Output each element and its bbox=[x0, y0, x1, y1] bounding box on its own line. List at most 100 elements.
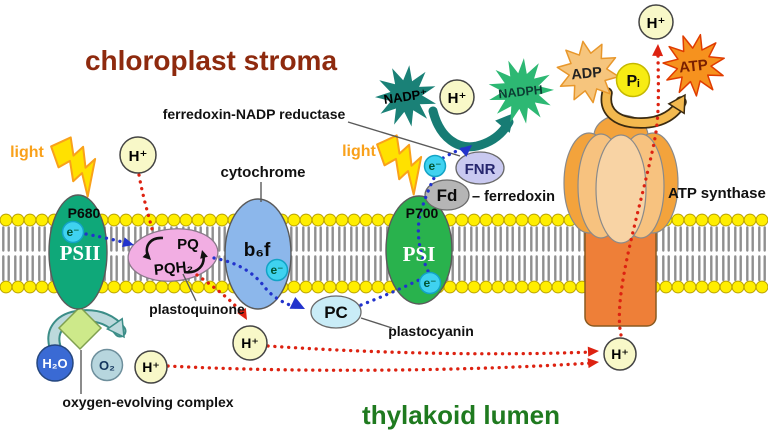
lipid-head bbox=[527, 280, 541, 294]
lipid-head bbox=[743, 280, 757, 294]
lipid-head bbox=[191, 213, 205, 227]
lipid-head bbox=[335, 280, 349, 294]
electron-label: e⁻ bbox=[423, 276, 436, 290]
fnr-label: ferredoxin-NADP reductase bbox=[163, 106, 346, 122]
plastocyanin-label: plastocyanin bbox=[388, 323, 474, 339]
lipid-head bbox=[203, 213, 217, 227]
metabolite-starbursts bbox=[375, 33, 725, 127]
lipid-head bbox=[299, 280, 313, 294]
plastocyanin-pointer-line bbox=[360, 317, 393, 329]
plastoquinone-label: plastoquinone bbox=[149, 301, 245, 317]
lipid-head bbox=[695, 280, 709, 294]
lipid-head bbox=[23, 213, 37, 227]
lipid-head bbox=[755, 280, 768, 294]
lipid-head bbox=[491, 280, 505, 294]
lipid-head bbox=[539, 213, 553, 227]
pc-label: PC bbox=[324, 303, 348, 322]
pi-label: Pᵢ bbox=[627, 73, 640, 90]
lipid-head bbox=[731, 280, 745, 294]
adp-starburst bbox=[556, 40, 620, 104]
lipid-head bbox=[551, 280, 565, 294]
lipid-head bbox=[503, 213, 517, 227]
h2o-label: H₂O bbox=[42, 356, 67, 371]
lipid-head bbox=[179, 213, 193, 227]
lipid-head bbox=[683, 213, 697, 227]
lipid-head bbox=[323, 280, 337, 294]
lipid-head bbox=[707, 213, 721, 227]
lipid-head bbox=[515, 213, 529, 227]
lipid-head bbox=[167, 280, 181, 294]
lipid-head bbox=[35, 213, 49, 227]
lipid-head bbox=[719, 213, 733, 227]
proton-path-arrowheads bbox=[237, 44, 664, 369]
lipid-head bbox=[311, 213, 325, 227]
h-plus-circle bbox=[603, 337, 637, 371]
lipid-head bbox=[659, 280, 673, 294]
lipid-head bbox=[707, 280, 721, 294]
lipid-head bbox=[311, 280, 325, 294]
lipid-head bbox=[671, 280, 685, 294]
b6f-label: b₆f bbox=[244, 240, 271, 261]
cytochrome-label: cytochrome bbox=[220, 164, 305, 181]
ferredoxin-label: – ferredoxin bbox=[472, 189, 555, 205]
psii-label: PSII bbox=[60, 241, 101, 265]
lipid-head bbox=[11, 213, 25, 227]
fd-label: Fd bbox=[437, 186, 458, 205]
lipid-head bbox=[143, 280, 157, 294]
lipid-head bbox=[119, 280, 133, 294]
lipid-head bbox=[191, 280, 205, 294]
lipid-head bbox=[527, 213, 541, 227]
lipid-head bbox=[11, 280, 25, 294]
electron-path-arrowheads bbox=[122, 145, 472, 309]
cytochrome-b6f bbox=[224, 198, 292, 310]
atp-synthase-label: ATP synthase bbox=[668, 185, 766, 202]
h-plus-circle bbox=[439, 79, 475, 115]
h-plus-circle bbox=[638, 4, 674, 40]
proton-path bbox=[137, 47, 661, 372]
h-plus-label: H⁺ bbox=[129, 148, 148, 165]
adp-label: ADP bbox=[571, 65, 603, 84]
fnr-protein bbox=[455, 151, 505, 185]
p700-label: P700 bbox=[406, 205, 439, 221]
lipid-head bbox=[695, 213, 709, 227]
h-plus-circle bbox=[119, 136, 157, 174]
lipid-head bbox=[479, 213, 493, 227]
plastocyanin-protein bbox=[310, 295, 362, 329]
light-label: light bbox=[342, 143, 376, 160]
lipid-head bbox=[503, 280, 517, 294]
h-plus-circle bbox=[232, 325, 268, 361]
plastoquinone-pointer-line bbox=[182, 273, 197, 302]
h-plus-circle bbox=[134, 350, 168, 384]
lipid-head bbox=[359, 280, 373, 294]
molecule-circles bbox=[36, 4, 674, 384]
lipid-head bbox=[287, 213, 301, 227]
electron-circle bbox=[423, 154, 447, 178]
lipid-head bbox=[455, 213, 469, 227]
lipid-head bbox=[347, 280, 361, 294]
electron-circle bbox=[61, 220, 85, 244]
light-label: light bbox=[10, 144, 44, 161]
lipid-head bbox=[539, 280, 553, 294]
lipid-head bbox=[215, 213, 229, 227]
lipid-head bbox=[347, 213, 361, 227]
oec-label: oxygen-evolving complex bbox=[62, 394, 233, 410]
lightning-bolt-icon bbox=[50, 136, 97, 198]
nadph-starburst bbox=[488, 58, 554, 124]
lipid-head bbox=[35, 280, 49, 294]
h-plus-label: H⁺ bbox=[647, 15, 666, 32]
atp-formation-arrow bbox=[600, 87, 687, 129]
h-plus-label: H⁺ bbox=[611, 346, 629, 362]
nadp-starburst bbox=[375, 65, 436, 127]
lipid-head bbox=[731, 213, 745, 227]
lipid-head bbox=[131, 213, 145, 227]
stroma-title: chloroplast stroma bbox=[85, 45, 337, 76]
lumen-title: thylakoid lumen bbox=[362, 400, 560, 430]
p680-label: P680 bbox=[68, 205, 101, 221]
ferredoxin-protein bbox=[424, 179, 470, 211]
fnr-pointer-line bbox=[347, 121, 461, 157]
lipid-head bbox=[299, 213, 313, 227]
lipid-head bbox=[107, 280, 121, 294]
atp-starburst bbox=[662, 33, 725, 97]
h-plus-label: H⁺ bbox=[448, 90, 467, 107]
lipid-head bbox=[323, 213, 337, 227]
